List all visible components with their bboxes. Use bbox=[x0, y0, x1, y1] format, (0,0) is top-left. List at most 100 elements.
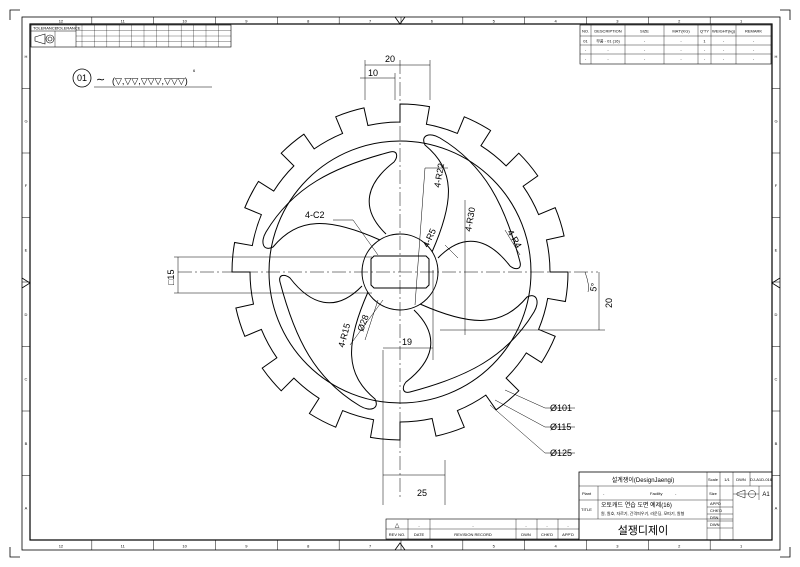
zone-col-label-top: 11 bbox=[121, 19, 126, 24]
company-name: 설계쟁이(DesignJaengi) bbox=[612, 476, 674, 484]
size-value: A1 bbox=[762, 492, 770, 498]
zone-col-label-top: 2 bbox=[678, 19, 681, 24]
dim-phi115: Ø115 bbox=[550, 422, 571, 432]
zone-row-label-right: C bbox=[775, 376, 778, 381]
dim-19: 19 bbox=[402, 337, 412, 347]
rev-record-label: REVISION RECORD bbox=[454, 532, 492, 537]
bom-cell: - bbox=[723, 57, 725, 62]
dsn-label: DSN bbox=[710, 515, 719, 520]
dim-chamfer: 4-C2 bbox=[305, 210, 325, 220]
rev-date-label: DATE bbox=[414, 532, 425, 537]
dwn-label: DWN bbox=[710, 522, 720, 527]
inner-border bbox=[29, 23, 773, 541]
zone-row-label-right: A bbox=[775, 505, 778, 510]
dim-r30: 4-R30 bbox=[463, 206, 477, 232]
bom-cell: - bbox=[607, 57, 609, 62]
zone-col-label-top: 10 bbox=[182, 19, 187, 24]
zone-row-label-right: B bbox=[775, 441, 778, 446]
dim-25: 25 bbox=[417, 488, 427, 498]
dim-20-top: 20 bbox=[385, 54, 395, 64]
sprocket-part bbox=[178, 60, 598, 500]
zone-row-label-right: G bbox=[774, 118, 777, 123]
centering-marks bbox=[21, 16, 781, 551]
dimension-texts: 20 10 4-C2 4-R22 4-R5 4-R30 4-R4 □15 5° … bbox=[166, 54, 614, 498]
zone-col-label-bottom: 2 bbox=[678, 544, 681, 549]
zone-col-label-top: 8 bbox=[307, 19, 310, 24]
zone-col-label-bottom: 5 bbox=[493, 544, 496, 549]
zone-col-label-top: 5 bbox=[493, 19, 496, 24]
bom-cell: - bbox=[723, 39, 725, 44]
tolerance-table: TOLERANCE TOLERANCE bbox=[30, 24, 232, 48]
bom-header: DESCRIPTION bbox=[594, 29, 621, 34]
bom-header: REMARK bbox=[745, 29, 762, 34]
dim-phi101: Ø101 bbox=[550, 403, 572, 413]
logo-text: 설쟁디제이 bbox=[618, 524, 669, 537]
chkd-label: CHK'D bbox=[710, 508, 722, 513]
zone-row-label-right: F bbox=[775, 183, 778, 188]
zone-col-label-bottom: 9 bbox=[245, 544, 248, 549]
zone-row-label-right: H bbox=[775, 54, 778, 59]
zone-col-label-bottom: 10 bbox=[182, 544, 187, 549]
zone-row-label-left: A bbox=[25, 505, 28, 510]
zone-col-label-bottom: 1 bbox=[740, 544, 743, 549]
bom-header: SIZE bbox=[640, 29, 649, 34]
title-label: TITLE bbox=[581, 507, 592, 512]
bom-cell: - bbox=[680, 48, 682, 53]
zone-row-label-left: E bbox=[25, 247, 28, 252]
zone-col-label-top: 4 bbox=[554, 19, 557, 24]
title-block: 설계쟁이(DesignJaengi) Scale 1/1 DWN DJ-A1D-… bbox=[578, 471, 773, 541]
dim-r4: 4-R4 bbox=[505, 228, 523, 250]
bom-header: WEIGHT(kg) bbox=[712, 29, 736, 34]
bom-cell: - bbox=[585, 57, 587, 62]
dim-angle-5: 5° bbox=[588, 282, 599, 293]
wave-symbol: ∼ bbox=[96, 74, 105, 86]
blade bbox=[423, 134, 521, 270]
plant-value: - bbox=[603, 491, 605, 496]
bom-cell: - bbox=[644, 48, 646, 53]
zone-row-label-right: E bbox=[775, 247, 778, 252]
bom-cell: - bbox=[644, 57, 646, 62]
scale-label: Scale bbox=[708, 477, 719, 482]
bom-cell: - bbox=[704, 48, 706, 53]
rev-row-cell: - bbox=[567, 523, 569, 528]
zone-row-label-left: C bbox=[25, 376, 28, 381]
zone-col-label-top: 3 bbox=[616, 19, 619, 24]
rev-symbol: △ bbox=[395, 523, 400, 529]
dwg-no: DJ-A1D-016 bbox=[750, 477, 773, 482]
bom-header: Q'TY bbox=[700, 29, 709, 34]
zone-row-label-left: G bbox=[24, 118, 27, 123]
rev-no-label: REV NO. bbox=[389, 532, 405, 537]
center-lines bbox=[178, 60, 598, 500]
title-line-2: 원, 원호, 자르기, 간격띄우기, 라운딩, 모따기, 원형 bbox=[601, 510, 685, 516]
size-label: Size bbox=[709, 491, 718, 496]
dim-20-right: 20 bbox=[604, 298, 614, 308]
zone-col-label-top: 1 bbox=[740, 19, 743, 24]
zone-col-label-bottom: 11 bbox=[121, 544, 126, 549]
zone-col-label-bottom: 7 bbox=[369, 544, 372, 549]
rev-row-cell: - bbox=[418, 523, 420, 528]
bom-cell: - bbox=[644, 39, 646, 44]
bom-cell: 부품 - 01 (16) bbox=[596, 39, 620, 44]
blade bbox=[279, 274, 377, 410]
bom-header: MAT'(KG) bbox=[672, 29, 690, 34]
zone-col-label-bottom: 8 bbox=[307, 544, 310, 549]
dim-r22: 4-R22 bbox=[432, 162, 446, 188]
zone-col-label-bottom: 3 bbox=[616, 544, 619, 549]
bom-cell: - bbox=[680, 39, 682, 44]
dim-phi125: Ø125 bbox=[550, 448, 572, 458]
bom-cell: - bbox=[585, 48, 587, 53]
zone-row-label-left: H bbox=[25, 54, 28, 59]
zone-row-label-right: D bbox=[775, 312, 778, 317]
bom-cell: - bbox=[753, 48, 755, 53]
finish-exponent: 6 bbox=[193, 68, 196, 73]
zone-row-label-left: D bbox=[25, 312, 28, 317]
bom-cell: - bbox=[753, 39, 755, 44]
bom-cell: 01 bbox=[583, 39, 588, 44]
appd-label: APPD bbox=[710, 501, 721, 506]
spoke-blades bbox=[262, 134, 538, 410]
facility-label: Facility bbox=[650, 491, 662, 496]
bom-cell: - bbox=[723, 48, 725, 53]
